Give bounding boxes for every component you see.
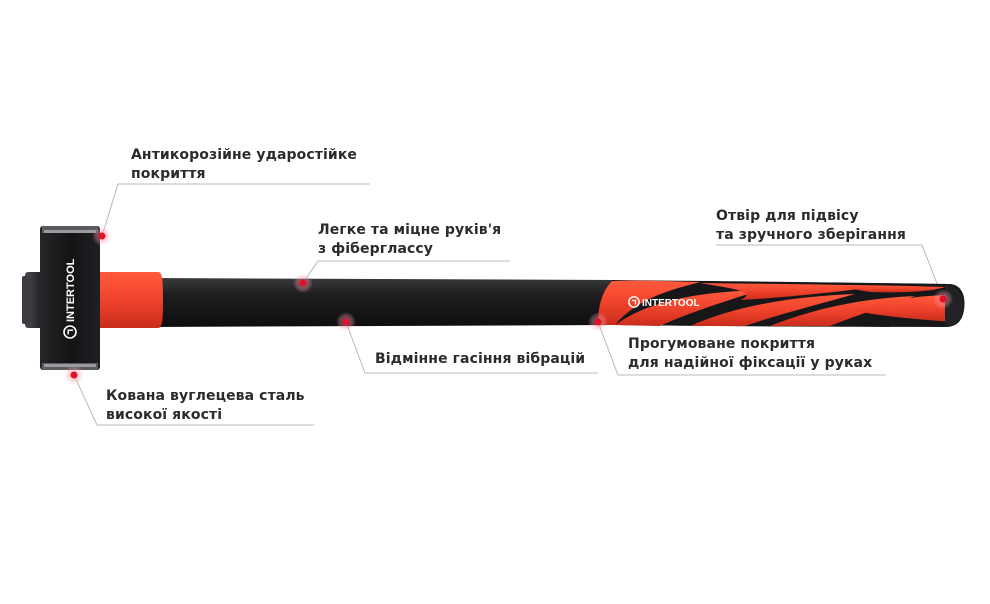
red-collar (95, 272, 163, 328)
callout-vibration-line1: Відмінне гасіння вібрацій (375, 351, 586, 367)
head-logo-text: INTERTOOL (65, 258, 77, 322)
callout-coating: Антикорозійне ударостійке покриття (131, 146, 357, 184)
callout-grip: Прогумоване покриття для надійної фіксац… (628, 335, 872, 373)
callout-grip-line1: Прогумоване покриття (628, 336, 816, 352)
head-body (40, 226, 100, 370)
callout-steel-line1: Кована вуглецева сталь (106, 388, 305, 404)
leader-line-grip (597, 321, 886, 376)
leader-line-coating (101, 183, 370, 237)
callout-coating-line1: Антикорозійне ударостійке (131, 147, 358, 163)
grip-logo-text: INTERTOOL (642, 298, 700, 309)
callout-hole-line2: та зручного зберігання (716, 227, 906, 243)
leader-line-vibration (345, 321, 598, 374)
hotspot-dot-icon[interactable] (588, 312, 608, 332)
callout-handle: Легке та міцне руків'я з фіберглассу (318, 221, 501, 259)
grip-flame-pattern (598, 280, 700, 325)
hotspot-dot-icon[interactable] (336, 312, 356, 332)
hammer-head: INTERTOOL (22, 226, 100, 370)
callout-grip-line2: для надійної фіксації у руках (628, 355, 873, 371)
leader-line-hole (716, 244, 944, 300)
callout-steel: Кована вуглецева сталь високої якості (106, 387, 305, 425)
handle: INTERTOOL (150, 278, 965, 327)
callout-handle-line1: Легке та міцне руків'я (318, 222, 502, 238)
hotspot-dot-icon[interactable] (92, 226, 112, 246)
hotspot-dot-icon[interactable] (64, 365, 84, 385)
hotspot-dot-icon[interactable] (293, 273, 313, 293)
callout-coating-line2: покриття (131, 166, 206, 182)
leader-line-steel (73, 374, 314, 426)
callout-hanging-hole: Отвір для підвісу та зручного зберігання (716, 207, 906, 245)
hotspot-markers (64, 226, 953, 385)
head-logo-icon (63, 325, 77, 339)
hotspot-dot-icon[interactable] (933, 289, 953, 309)
fiberglass-shaft (150, 278, 615, 327)
callout-hole-line1: Отвір для підвісу (716, 208, 859, 224)
callout-handle-line2: з фіберглассу (318, 241, 434, 257)
intertool-logo-icon (628, 296, 640, 308)
callout-steel-line2: високої якості (106, 407, 223, 423)
callout-vibration: Відмінне гасіння вібрацій (375, 350, 585, 369)
